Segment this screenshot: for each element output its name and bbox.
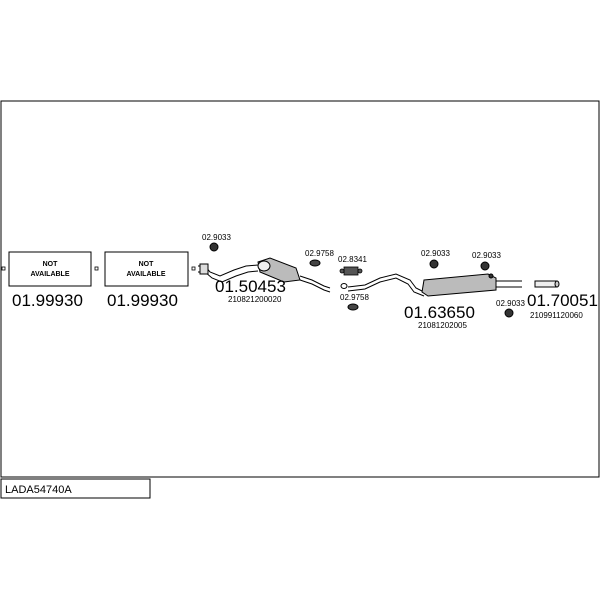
clamp-small-icon bbox=[488, 273, 494, 279]
ring-icon bbox=[347, 303, 359, 311]
not-available-box-1[interactable]: NOT AVAILABLE bbox=[8, 251, 92, 287]
diagram-frame bbox=[0, 100, 600, 478]
ring-small-icon bbox=[340, 283, 348, 289]
fitting-code-clamp-2[interactable]: 02.8341 bbox=[338, 255, 367, 264]
part-number-middle-silencer[interactable]: 01.63650 bbox=[404, 303, 475, 322]
fitting-code-clamp-5[interactable]: 02.9033 bbox=[496, 299, 525, 308]
clamp-icon bbox=[429, 259, 439, 269]
not-available-line-2: AVAILABLE bbox=[30, 271, 69, 278]
not-available-box-2[interactable]: NOT AVAILABLE bbox=[104, 251, 189, 287]
ring-icon bbox=[309, 259, 321, 267]
not-available-line-2: AVAILABLE bbox=[126, 271, 165, 278]
fitting-code-clamp-1[interactable]: 02.9033 bbox=[202, 233, 231, 242]
clamp-icon bbox=[504, 308, 514, 318]
tail-pipe-drawing[interactable] bbox=[534, 280, 560, 288]
fitting-code-clamp-4[interactable]: 02.9033 bbox=[472, 251, 501, 260]
fitting-code-ring-1[interactable]: 02.9758 bbox=[305, 249, 334, 258]
oem-number-middle-silencer: 21081202005 bbox=[418, 321, 467, 330]
fitting-code-ring-2[interactable]: 02.9758 bbox=[340, 293, 369, 302]
fitting-code-clamp-3[interactable]: 02.9033 bbox=[421, 249, 450, 258]
connector-dot bbox=[94, 266, 99, 271]
front-pipe-drawing[interactable] bbox=[198, 257, 331, 293]
clamp-icon bbox=[480, 261, 490, 271]
diagram-id: LADA54740A bbox=[5, 484, 72, 496]
part-number-na-1[interactable]: 01.99930 bbox=[12, 291, 83, 310]
clamp-2-icon bbox=[339, 266, 363, 276]
not-available-line-1: NOT bbox=[43, 261, 59, 268]
connector-dot bbox=[191, 266, 196, 271]
part-number-na-2[interactable]: 01.99930 bbox=[107, 291, 178, 310]
connector-dot bbox=[1, 266, 6, 271]
not-available-line-1: NOT bbox=[139, 261, 155, 268]
clamp-icon bbox=[209, 242, 219, 252]
part-number-tail-pipe[interactable]: 01.70051 bbox=[527, 291, 598, 310]
middle-silencer-drawing[interactable] bbox=[347, 273, 522, 297]
oem-number-front-pipe: 210821200020 bbox=[228, 295, 282, 304]
diagram-id-box bbox=[0, 478, 151, 499]
part-number-front-pipe[interactable]: 01.50453 bbox=[215, 277, 286, 296]
oem-number-tail-pipe: 210991120060 bbox=[530, 311, 583, 320]
